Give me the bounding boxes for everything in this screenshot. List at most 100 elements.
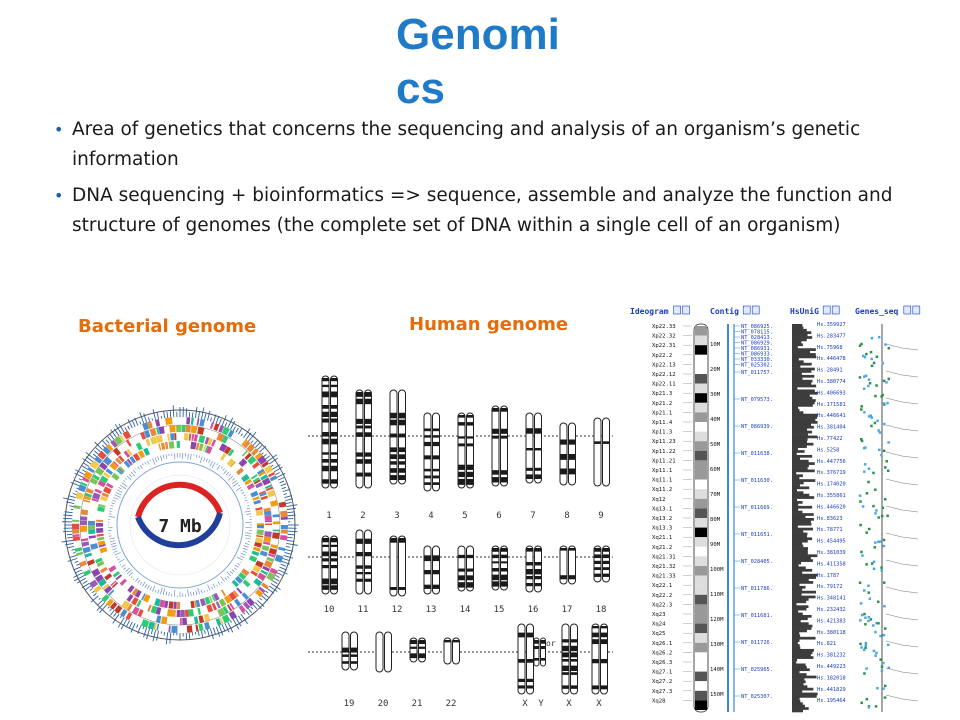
ideogram-band (695, 374, 707, 384)
chromosome-band (592, 639, 599, 645)
gene-segment (106, 443, 114, 452)
gene-segment (132, 452, 141, 462)
gene-segment (190, 600, 195, 609)
band-label: Xq28 (652, 698, 666, 704)
gene-segment (112, 571, 120, 578)
unigene-label: Hs.380774 (817, 379, 846, 385)
chromosome-band (356, 572, 363, 575)
contig-label: NT_086931. (741, 346, 773, 352)
skew-tick (200, 589, 203, 594)
density-bar (792, 326, 804, 330)
gene-segment (272, 529, 280, 532)
chromosome-band (356, 459, 363, 464)
gene-segment (99, 547, 108, 554)
unigene-label: Hs.381404 (817, 425, 846, 431)
gc-content-tick (227, 417, 234, 429)
gene-segment (123, 450, 131, 458)
gc-content-tick (282, 488, 291, 493)
gene-segment (272, 514, 280, 518)
density-bar (792, 534, 808, 538)
gene-marker (860, 613, 864, 617)
gene-segment (176, 609, 181, 617)
unigene-label: Hs.454495 (817, 539, 846, 545)
unigene-label: Hs.195464 (817, 698, 846, 704)
gene-segment (110, 439, 118, 448)
density-bar (792, 593, 802, 596)
band-label: Xq21.32 (652, 564, 676, 570)
gene-segment (190, 441, 197, 450)
gene-segment (263, 510, 272, 517)
gene-marker (865, 697, 869, 701)
density-bar (792, 370, 812, 373)
skew-tick (217, 581, 221, 586)
skew-tick (211, 462, 216, 469)
gc-content-tick (156, 630, 159, 641)
chromosome-band (356, 418, 363, 424)
skew-tick (154, 590, 157, 593)
gc-content-tick (215, 415, 220, 424)
unigene-label: Hs.446620 (817, 504, 846, 510)
density-bar (792, 556, 811, 560)
chromosome-band (390, 433, 397, 438)
genome-size-label: 7 Mb (158, 516, 202, 537)
chromosome-band (562, 652, 569, 658)
density-bar (792, 440, 808, 444)
gc-content-tick (248, 431, 257, 442)
skew-tick (240, 555, 245, 558)
gc-content-tick (252, 439, 259, 446)
skew-tick (226, 571, 232, 577)
gene-segment (229, 602, 235, 610)
gene-segment (155, 615, 162, 623)
gc-content-tick (78, 478, 82, 481)
gene-segment (215, 618, 222, 627)
gene-segment (159, 599, 166, 608)
gene-segment (256, 468, 265, 475)
chromosome-band (365, 452, 371, 457)
gene-marker (865, 492, 869, 495)
gene-segment (233, 598, 242, 607)
gene-marker (867, 615, 871, 619)
chromosome-label: 13 (426, 605, 437, 615)
chromosome-label: X (596, 699, 602, 709)
chromosome (375, 631, 392, 673)
density-bar (792, 525, 798, 528)
bullet-item: •DNA sequencing + bioinformatics => sequ… (52, 181, 942, 241)
density-bar (792, 365, 801, 368)
chromosome-band (492, 435, 499, 439)
skew-tick (242, 550, 247, 553)
gene-marker (872, 361, 876, 365)
chromosome-label: 6 (496, 511, 501, 521)
chromosome-label: 16 (528, 605, 539, 615)
gene-marker (875, 355, 879, 358)
gene-marker (887, 346, 891, 350)
density-bar (792, 457, 801, 461)
column-header: HsUniG (790, 306, 819, 316)
gene-segment (154, 598, 161, 607)
gc-content-tick (107, 606, 110, 609)
band-label: Xq26.2 (652, 650, 672, 656)
band-label: Xq13.2 (652, 516, 672, 522)
gene-marker (863, 470, 866, 473)
skew-tick (109, 507, 113, 510)
chromosome-band (331, 565, 337, 569)
chromosome-band (501, 408, 507, 412)
gc-content-tick (76, 487, 79, 490)
gene-segment (270, 499, 279, 507)
scale-label: 40M (710, 417, 721, 423)
skew-tick (203, 590, 206, 593)
gene-segment (100, 495, 108, 502)
chromosome-band (492, 428, 499, 434)
expand-icon (822, 305, 831, 315)
density-bar (792, 518, 814, 521)
gc-content-tick (151, 418, 153, 421)
skew-tick (162, 588, 166, 596)
chromosome-band (527, 678, 533, 683)
gc-content-tick (92, 453, 97, 457)
skew-tick (203, 457, 206, 462)
gene-leader (885, 586, 919, 594)
chromatid (602, 417, 610, 487)
gc-content-tick (204, 413, 207, 420)
chromosome-band (356, 578, 363, 582)
gene-segment (222, 606, 229, 614)
skew-tick (240, 561, 242, 563)
